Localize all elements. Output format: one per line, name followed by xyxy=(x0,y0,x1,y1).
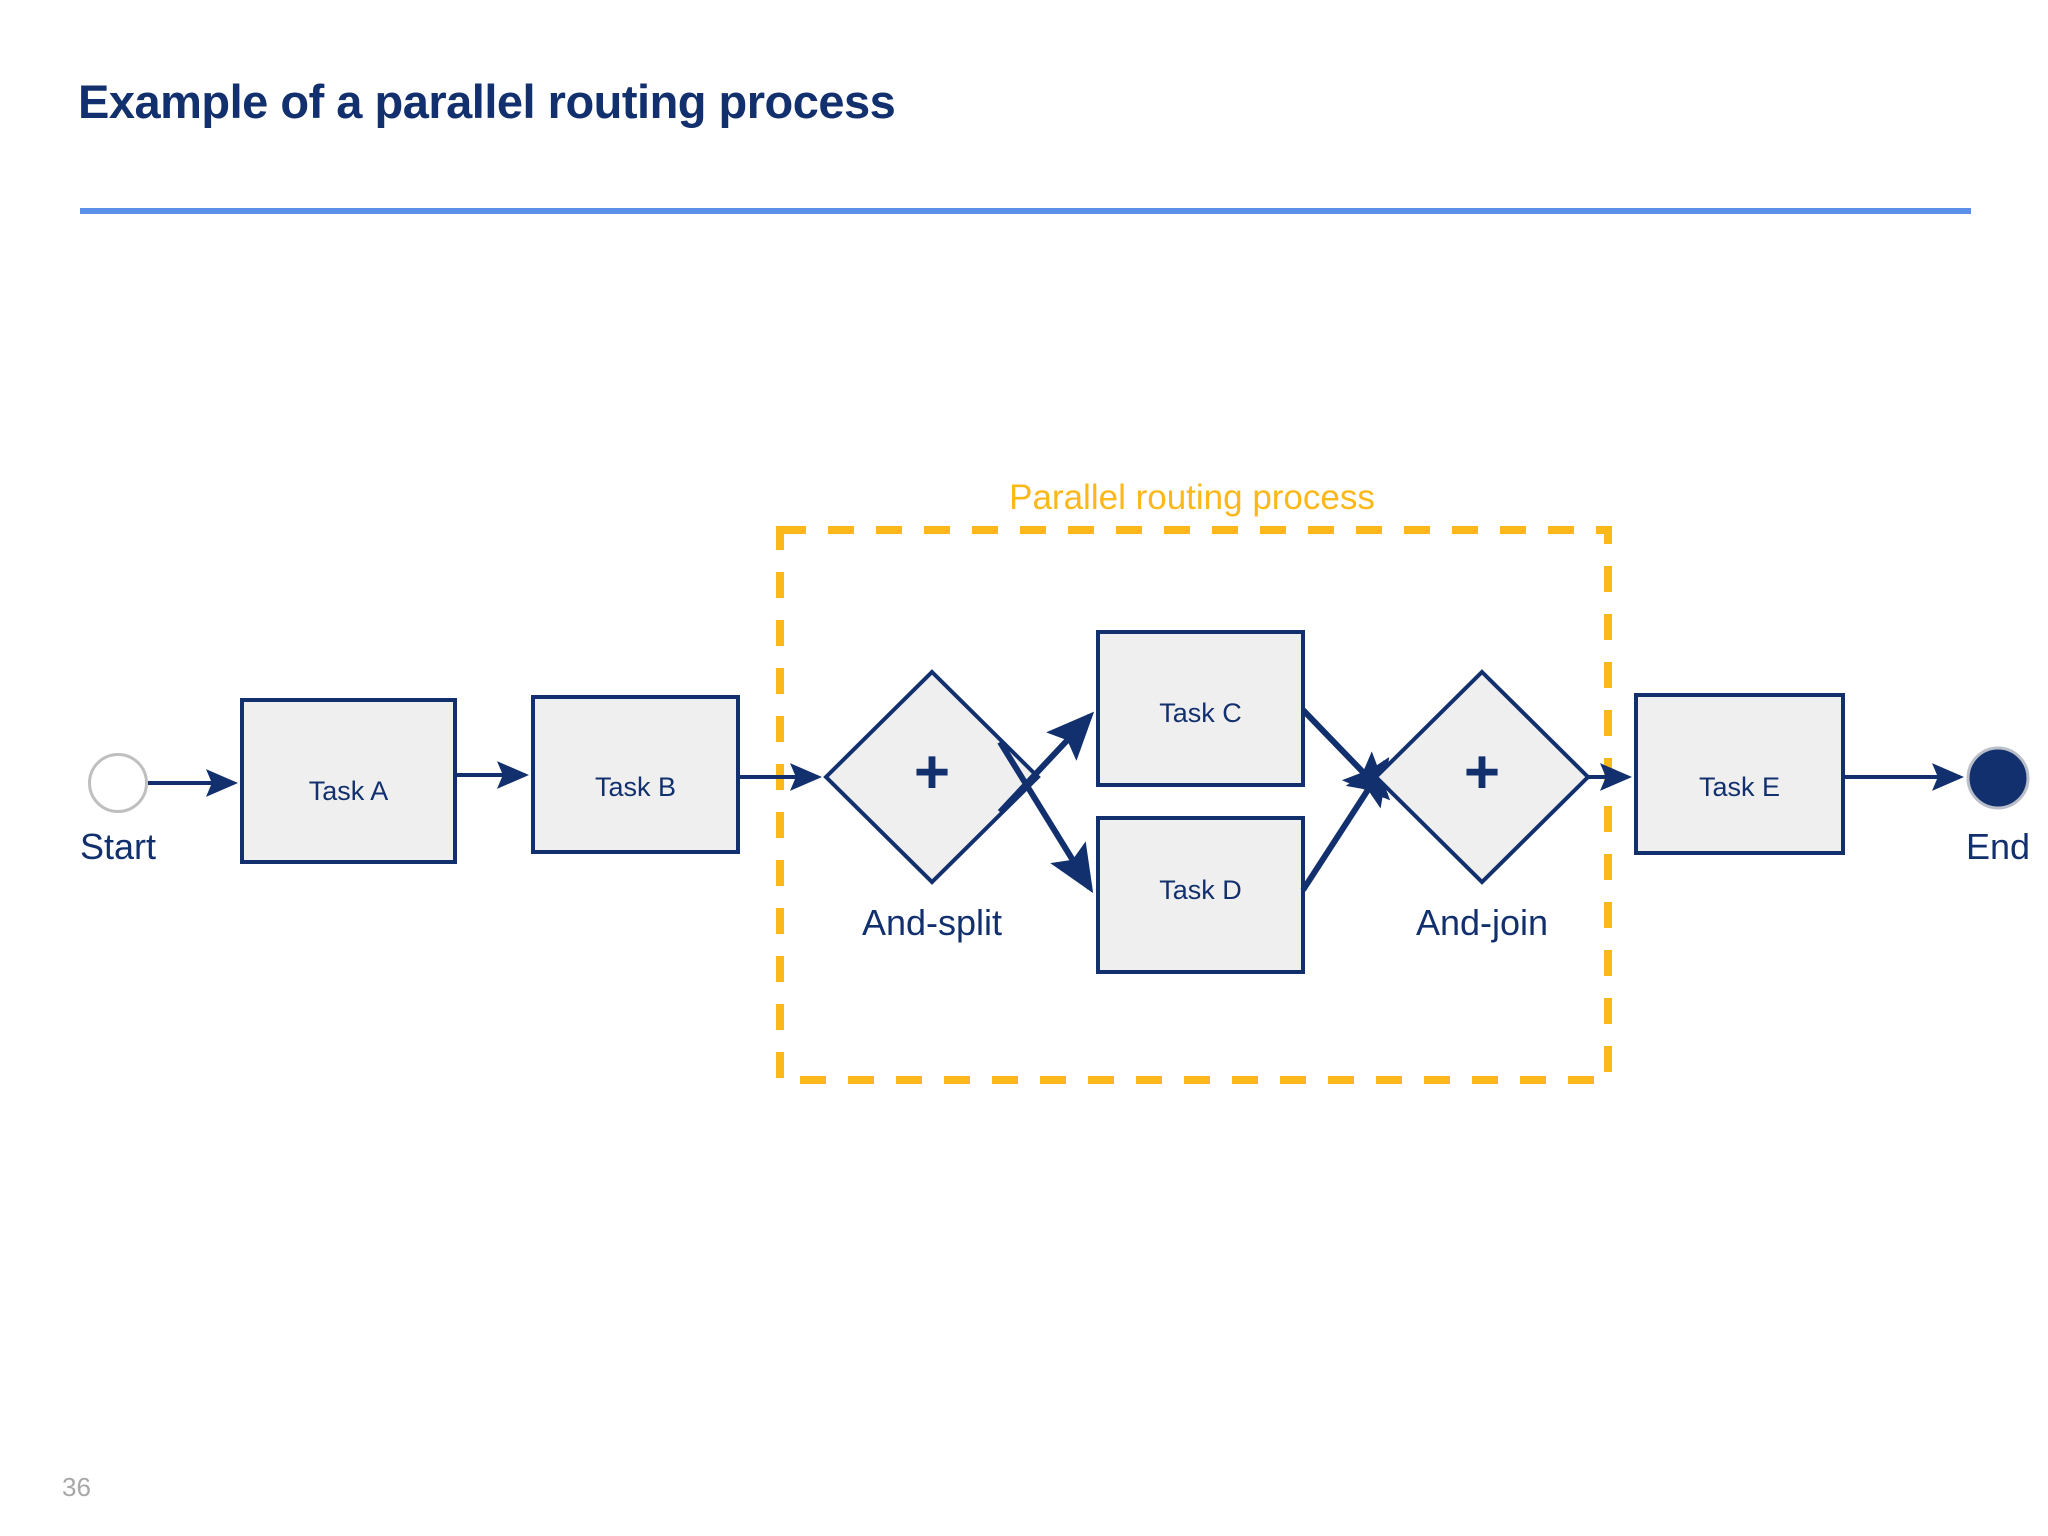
task-b-box xyxy=(531,695,740,854)
title-divider xyxy=(80,208,1971,214)
and-split-label: And-split xyxy=(861,902,1003,943)
task-c-box xyxy=(1096,630,1305,787)
and-join-diamond xyxy=(1373,669,1591,885)
task-d-box xyxy=(1096,816,1305,974)
task-b-label: Task B xyxy=(594,772,677,802)
connector-task-d-to-and-join xyxy=(1300,756,1390,892)
end-node-circle xyxy=(1966,746,2030,810)
task-a-label: Task A xyxy=(308,776,389,806)
task-e-box xyxy=(1634,693,1845,855)
connector-and-split-to-task-d xyxy=(997,740,1094,894)
and-join-plus-icon: + xyxy=(1463,738,1501,807)
page-number: 36 xyxy=(62,1472,91,1502)
start-node-label: Start xyxy=(79,826,157,867)
connector-and-split-to-task-c xyxy=(997,711,1095,815)
task-d-label: Task D xyxy=(1159,875,1242,905)
and-join-label: And-join xyxy=(1415,902,1549,943)
parallel-routing-group-box xyxy=(776,526,1612,1084)
task-e-label: Task E xyxy=(1698,772,1781,802)
end-node-label: End xyxy=(1965,826,2031,867)
task-a-box xyxy=(240,698,457,864)
page-title: Example of a parallel routing process xyxy=(78,75,896,128)
and-split-plus-icon: + xyxy=(913,738,951,807)
task-c-label: Task C xyxy=(1159,698,1242,728)
start-node-circle xyxy=(88,753,148,813)
parallel-routing-group-caption: Parallel routing process xyxy=(1009,478,1375,517)
